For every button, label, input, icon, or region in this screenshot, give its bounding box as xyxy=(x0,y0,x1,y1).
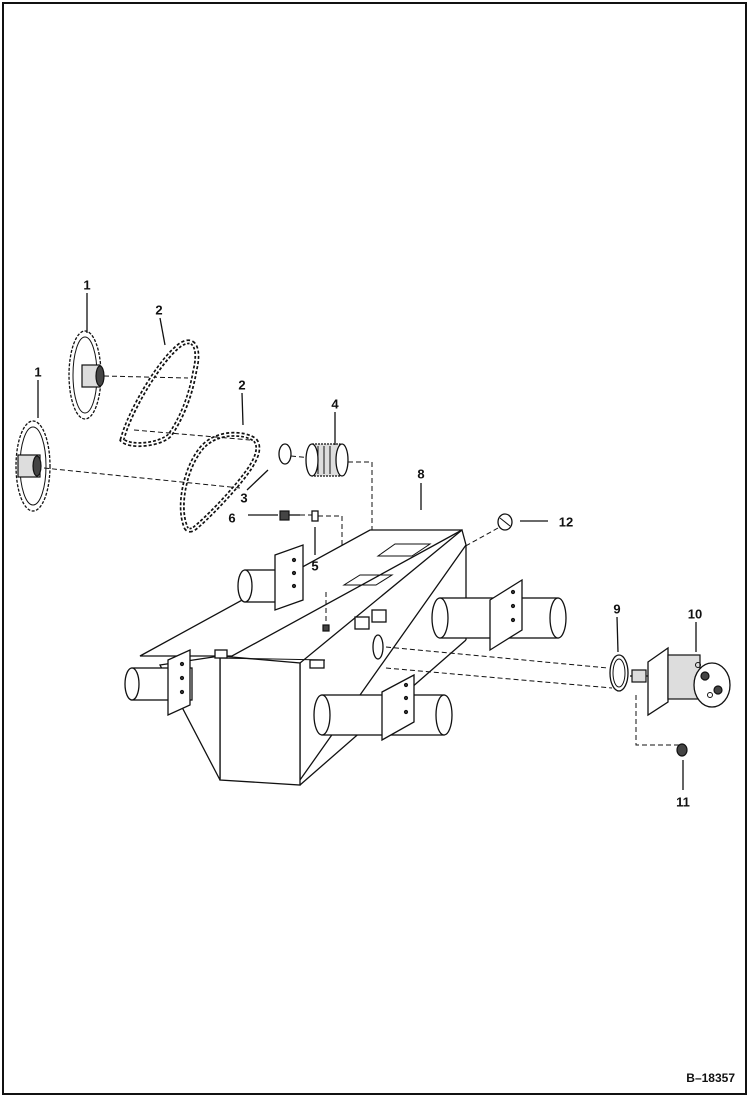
callout-6: 6 xyxy=(228,510,236,526)
chain-upper xyxy=(119,339,200,448)
washer-5 xyxy=(311,510,319,522)
chain-dash-link xyxy=(133,429,251,441)
roller-lower-left xyxy=(124,648,193,717)
callout-4: 4 xyxy=(331,396,339,412)
callout-3: 3 xyxy=(240,490,248,506)
roller-upper-right xyxy=(431,578,567,652)
frame-seal-ring xyxy=(372,634,384,660)
bolt-6 xyxy=(279,510,300,521)
sprocket-lower xyxy=(15,420,51,512)
callout-11: 11 xyxy=(676,794,690,810)
callout-10: 10 xyxy=(687,606,703,622)
callout-5: 5 xyxy=(311,558,319,574)
gear-4 xyxy=(305,443,349,477)
axis-line-upper xyxy=(103,375,189,379)
ring-3 xyxy=(278,443,292,465)
chain-lower xyxy=(179,431,261,533)
callout-9: 9 xyxy=(613,601,621,617)
roller-lower-right xyxy=(313,673,453,742)
frame-fastener xyxy=(322,624,330,632)
callout-12: 12 xyxy=(558,514,574,530)
callout-1-upper: 1 xyxy=(83,277,91,293)
motor-10 xyxy=(630,646,731,717)
figure-code: B–18357 xyxy=(686,1071,735,1085)
axis-line-lower xyxy=(43,467,241,489)
callout-2-lower: 2 xyxy=(238,377,246,393)
callout-1-lower: 1 xyxy=(34,364,42,380)
callout-2-upper: 2 xyxy=(155,302,163,318)
roller-upper-left xyxy=(237,544,304,611)
fitting-11 xyxy=(676,743,688,757)
callout-8: 8 xyxy=(417,466,425,482)
plug-12 xyxy=(497,513,513,531)
sprocket-upper xyxy=(68,330,105,420)
leader-lines xyxy=(37,293,697,790)
